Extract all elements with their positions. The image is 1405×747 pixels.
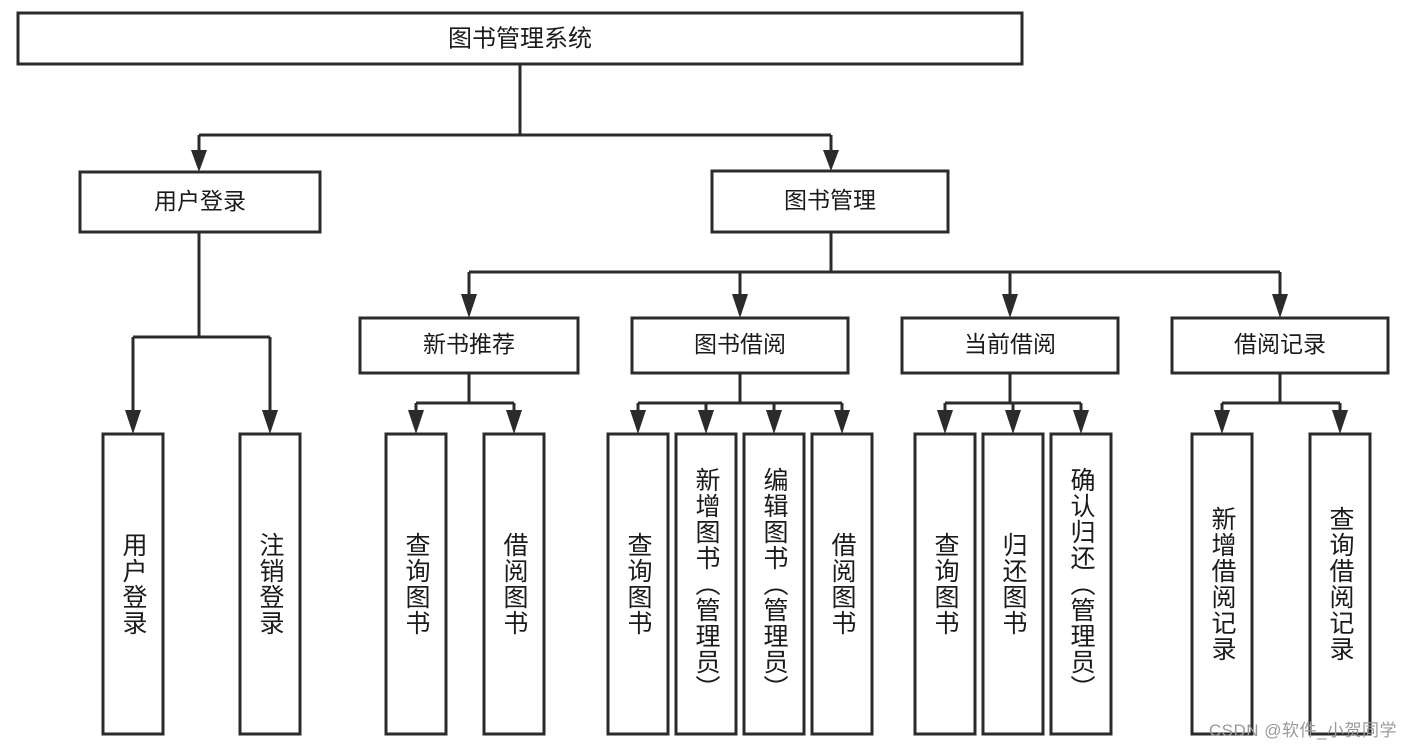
node-new-book-recommend[interactable] [358, 316, 580, 375]
node-leaf-add-borrow-record[interactable] [1190, 432, 1254, 736]
node-user-login[interactable] [78, 170, 322, 234]
node-label-user-login: 用户登录 [154, 188, 246, 214]
node-leaf-query-book-current[interactable] [913, 432, 977, 736]
arrow-records-leaf-2 [1332, 410, 1348, 434]
edge-layer [125, 64, 1348, 434]
arrow-borrow-leaf-3 [766, 410, 782, 434]
node-book-management-system[interactable] [16, 11, 1024, 66]
node-borrow-records[interactable] [1170, 316, 1390, 375]
arrow-root-to-book-mgmt [823, 150, 839, 171]
arrow-bookmgmt-to-records [1272, 294, 1288, 318]
node-book-borrow[interactable] [630, 316, 850, 375]
node-label-book-management: 图书管理 [784, 187, 876, 213]
arrow-current-leaf-3 [1073, 410, 1089, 434]
node-current-borrow[interactable] [900, 316, 1120, 375]
node-leaf-user-login[interactable] [101, 432, 165, 736]
node-label-book-borrow: 图书借阅 [694, 331, 786, 357]
node-leaf-return-book[interactable] [981, 432, 1045, 736]
node-leaf-edit-book-admin[interactable] [742, 432, 806, 736]
arrow-borrow-leaf-2 [698, 410, 714, 434]
arrow-userlogin-leaf-1 [125, 410, 141, 434]
arrow-records-leaf-1 [1214, 410, 1230, 434]
node-leaf-confirm-return-admin[interactable] [1049, 432, 1113, 736]
arrow-bookmgmt-to-current [1002, 294, 1018, 318]
arrow-newbooks-leaf-2 [506, 410, 522, 434]
watermark-text: CSDN @软件_小贺同学 [1208, 721, 1397, 740]
node-label-current-borrow: 当前借阅 [964, 331, 1056, 357]
node-label-new-book-recommend: 新书推荐 [423, 331, 515, 357]
node-label-book-management-system: 图书管理系统 [448, 25, 592, 52]
node-leaf-borrow-book-recommend[interactable] [482, 432, 546, 736]
arrow-bookmgmt-to-borrow [732, 294, 748, 318]
arrow-current-leaf-1 [937, 410, 953, 434]
node-leaf-logout[interactable] [238, 432, 302, 736]
node-leaf-query-borrow-record[interactable] [1308, 432, 1372, 736]
arrow-bookmgmt-to-new-books [461, 294, 477, 318]
arrow-current-leaf-2 [1005, 410, 1021, 434]
node-leaf-add-book-admin[interactable] [674, 432, 738, 736]
node-layer: 图书管理系统 用户登录 图书管理 新书推荐 图书借阅 当前借阅 借阅记录 [16, 11, 1390, 736]
node-label-borrow-records: 借阅记录 [1234, 331, 1326, 357]
arrow-userlogin-leaf-2 [262, 410, 278, 434]
node-leaf-query-book-borrow[interactable] [606, 432, 670, 736]
node-leaf-query-book-recommend[interactable] [384, 432, 448, 736]
arrow-root-to-user-login [191, 150, 207, 172]
arrow-borrow-leaf-4 [834, 410, 850, 434]
node-book-management[interactable] [710, 169, 950, 234]
arrow-newbooks-leaf-1 [408, 410, 424, 434]
arrow-borrow-leaf-1 [630, 410, 646, 434]
node-leaf-borrow-book[interactable] [810, 432, 874, 736]
